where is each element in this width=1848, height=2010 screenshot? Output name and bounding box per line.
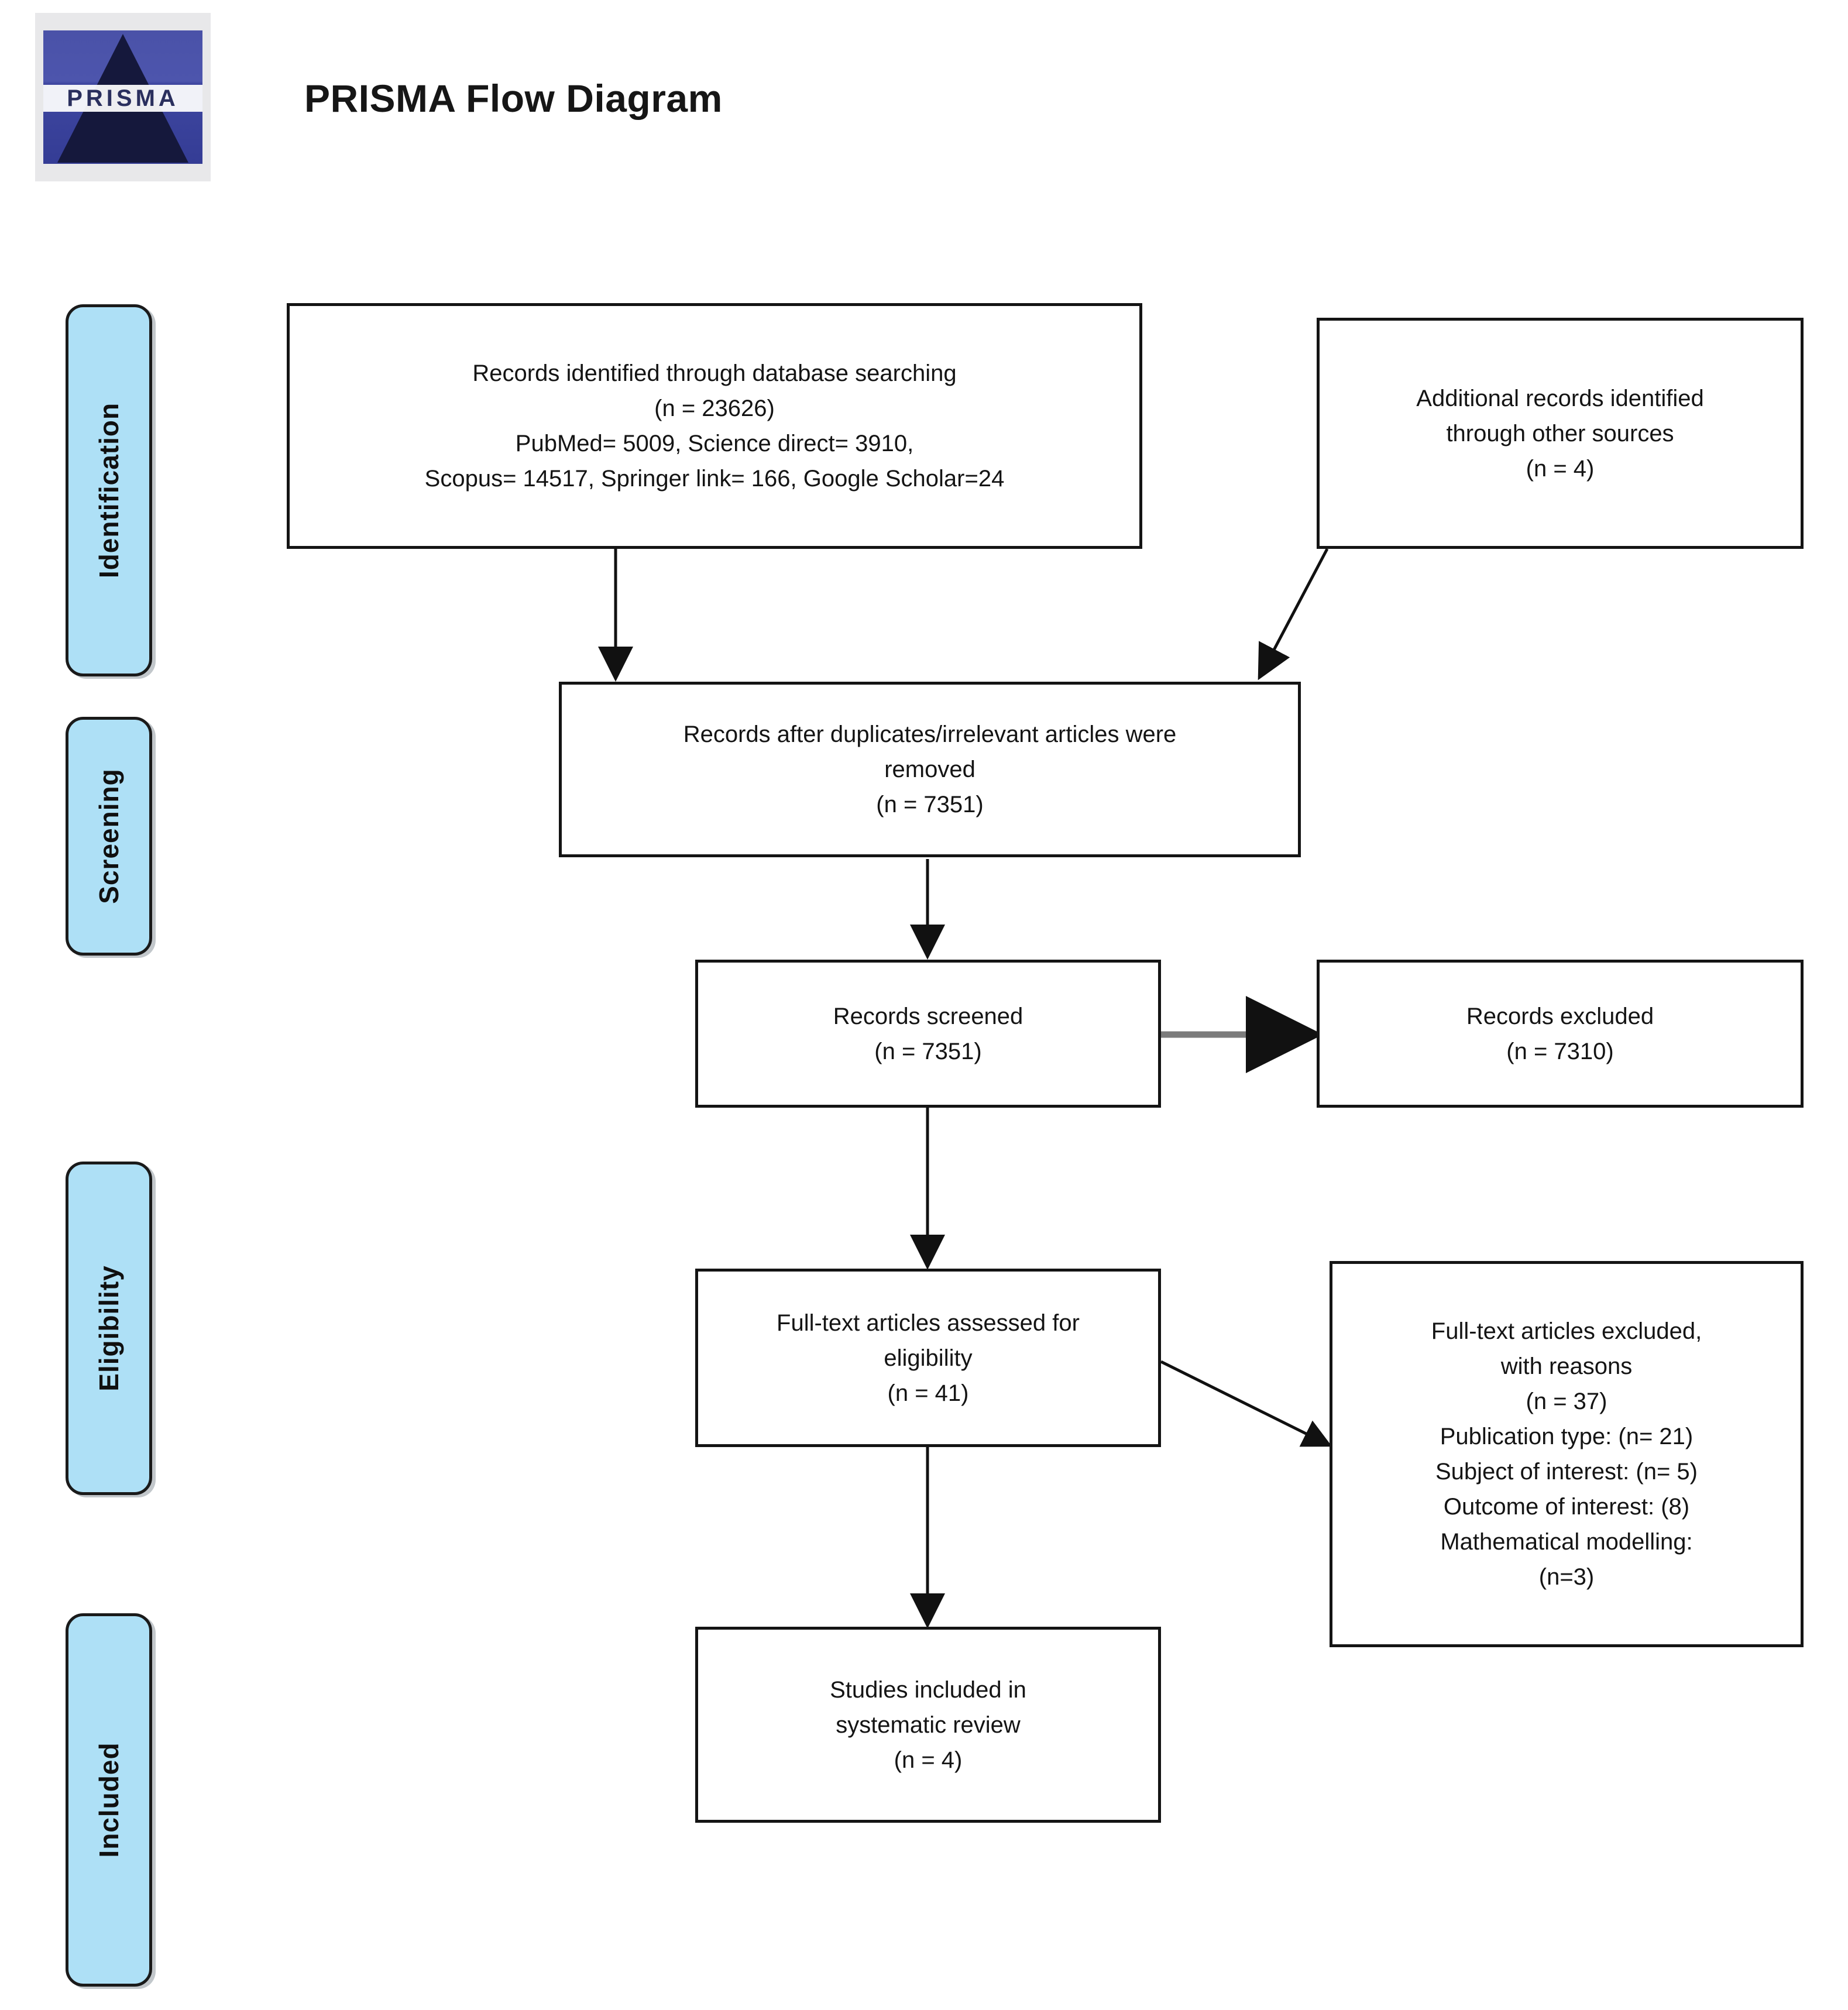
line: Full-text articles excluded, [1431,1318,1702,1344]
line: Records screened [833,1003,1023,1029]
prisma-logo-band [43,85,202,112]
line: (n=3) [1538,1564,1595,1590]
stage-pill-identification[interactable]: Identification [66,304,152,676]
box-records-after-duplicates[interactable]: Records after duplicates/irrelevant arti… [559,682,1301,857]
stage-pill-screening-label: Screening [94,768,124,904]
line: (n = 7351) [874,1038,982,1064]
box-fulltext-assessed-text: Full-text articles assessed for eligibil… [709,1305,1148,1411]
line: Subject of interest: (n= 5) [1435,1459,1698,1485]
box-studies-included-text: Studies included in systematic review (n… [709,1672,1148,1778]
box-records-identified-database-text: Records identified through database sear… [300,356,1129,496]
line: removed [884,757,975,782]
stage-pill-included[interactable]: Included [66,1613,152,1987]
line: Records identified through database sear… [472,360,957,386]
line: Records excluded [1466,1003,1654,1029]
box-additional-records-text: Additional records identified through ot… [1330,381,1790,486]
prisma-logo: PRISMA [35,13,211,181]
line: Additional records identified [1416,385,1704,411]
line: (n = 41) [887,1380,969,1406]
line: with reasons [1500,1353,1633,1379]
line: Studies included in [830,1676,1026,1703]
prisma-logo-wordmark: PRISMA [67,85,179,111]
line: Outcome of interest: (8) [1443,1494,1690,1520]
box-fulltext-excluded-reasons[interactable]: Full-text articles excluded, with reason… [1330,1261,1804,1647]
page-title: PRISMA Flow Diagram [304,77,723,120]
line: PubMed= 5009, Science direct= 3910, [515,431,914,456]
box-studies-included[interactable]: Studies included in systematic review (n… [695,1627,1161,1823]
line: (n = 37) [1526,1389,1607,1414]
line: through other sources [1446,420,1674,446]
line: Scopus= 14517, Springer link= 166, Googl… [424,466,1005,492]
box-additional-records[interactable]: Additional records identified through ot… [1317,318,1804,549]
box-records-after-duplicates-text: Records after duplicates/irrelevant arti… [572,717,1287,822]
line: (n = 23626) [654,396,775,421]
line: Full-text articles assessed for [777,1310,1080,1336]
box-records-screened-text: Records screened (n = 7351) [709,999,1148,1069]
stage-pill-included-label: Included [94,1742,124,1858]
box-fulltext-assessed[interactable]: Full-text articles assessed for eligibil… [695,1269,1161,1447]
box-records-screened[interactable]: Records screened (n = 7351) [695,960,1161,1108]
stage-pill-screening[interactable]: Screening [66,717,152,956]
stage-pill-eligibility[interactable]: Eligibility [66,1162,152,1495]
line: (n = 7310) [1506,1038,1614,1064]
line: (n = 7351) [876,792,984,817]
line: eligibility [884,1345,973,1371]
stage-pill-identification-label: Identification [94,402,124,579]
box-records-identified-database[interactable]: Records identified through database sear… [287,303,1142,549]
prisma-logo-inner: PRISMA [43,30,202,164]
line: systematic review [836,1712,1021,1738]
line: (n = 4) [894,1747,963,1773]
line: Publication type: (n= 21) [1440,1424,1694,1449]
box-fulltext-excluded-reasons-text: Full-text articles excluded, with reason… [1343,1314,1790,1595]
box-records-excluded[interactable]: Records excluded (n = 7310) [1317,960,1804,1108]
line: (n = 4) [1526,455,1595,482]
box-records-excluded-text: Records excluded (n = 7310) [1330,999,1790,1069]
line: Records after duplicates/irrelevant arti… [683,721,1177,747]
line: Mathematical modelling: [1440,1529,1693,1555]
stage-pill-eligibility-label: Eligibility [94,1265,124,1391]
